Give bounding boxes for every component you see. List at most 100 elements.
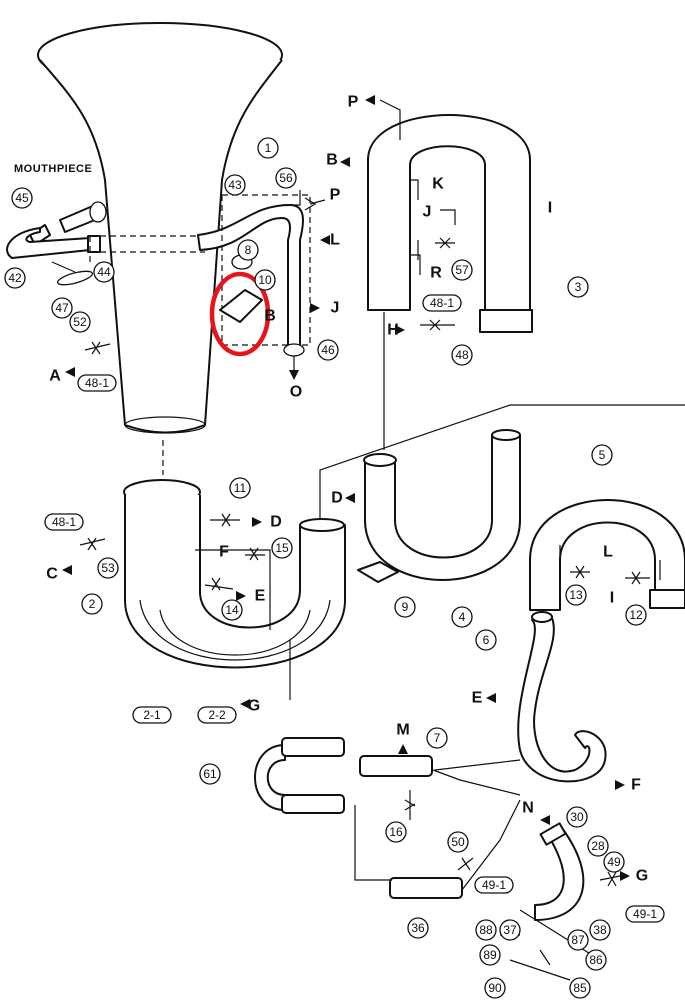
tube-61-crook [254,737,345,814]
part-label-30: 30 [566,806,588,828]
svg-text:46: 46 [321,343,335,357]
part-label-49-1-right: 49-1 [625,905,665,923]
letter-H: H [387,322,399,339]
part-label-14: 14 [221,599,243,621]
tube-5 [529,499,685,611]
part-label-45: 45 [11,187,33,209]
svg-text:57: 57 [455,263,469,277]
part-label-46: 46 [317,339,339,361]
svg-text:49: 49 [607,855,621,869]
svg-text:2-2: 2-2 [208,708,226,722]
part-label-89: 89 [479,944,501,966]
svg-text:43: 43 [228,178,242,192]
svg-text:8: 8 [245,243,252,257]
svg-text:4: 4 [459,610,466,624]
part-label-49-1-left: 49-1 [474,876,514,894]
svg-text:53: 53 [101,561,115,575]
svg-text:50: 50 [451,835,465,849]
svg-text:16: 16 [389,825,403,839]
part-label-1: 1 [257,137,279,159]
letter-E-mid: E [255,588,266,605]
tube-28 [534,822,585,921]
svg-text:48-1: 48-1 [85,376,109,390]
part-label-57: 57 [451,259,473,281]
part-label-5: 5 [591,444,613,466]
svg-text:48-1: 48-1 [52,515,76,529]
letter-E-right: E [472,690,483,707]
letter-C: C [46,566,58,583]
part-label-56: 56 [275,167,297,189]
part-label-50: 50 [447,831,469,853]
letter-F-mid: F [219,544,229,561]
highlight-circle [209,271,271,357]
part-10-water-key [209,254,271,357]
svg-text:52: 52 [73,315,87,329]
part-label-48: 48 [451,344,473,366]
water-key-47 [51,261,94,286]
svg-text:49-1: 49-1 [633,907,657,921]
svg-text:9: 9 [402,600,409,614]
part-label-2-1: 2-1 [132,706,172,724]
letter-A: A [49,368,61,385]
part-label-87: 87 [567,929,589,951]
part-label-11: 11 [229,477,251,499]
letter-J-mid: J [331,300,340,317]
svg-text:2-1: 2-1 [143,708,161,722]
part-label-48-1-left: 48-1 [77,374,117,392]
svg-text:6: 6 [483,633,490,647]
part-label-48-1-mid: 48-1 [44,513,84,531]
tube-3 [367,114,533,450]
svg-text:12: 12 [629,608,643,622]
svg-text:45: 45 [15,191,29,205]
part-label-86: 86 [585,949,607,971]
letter-G-right: G [636,868,648,885]
part-label-52: 52 [69,311,91,333]
part-label-43: 43 [224,174,246,196]
bell [37,22,283,475]
tube-36 [389,877,463,899]
letter-D-left: D [270,514,282,531]
part-label-3: 3 [567,276,589,298]
part-labels: 1 45 42 44 47 52 43 56 8 10 46 3 57 48-1… [4,137,665,999]
letter-G-bottom: G [248,698,260,715]
letter-K: K [432,176,444,193]
letter-J-top: J [423,204,432,221]
part-label-10: 10 [254,269,276,291]
svg-text:37: 37 [503,923,517,937]
part-label-90: 90 [484,977,506,999]
svg-text:7: 7 [434,731,441,745]
part-label-49: 49 [603,851,625,873]
part-label-8: 8 [237,239,259,261]
tube-7 [359,755,433,777]
part-label-7: 7 [426,727,448,749]
part-label-47: 47 [51,297,73,319]
svg-text:5: 5 [599,448,606,462]
svg-text:3: 3 [575,280,582,294]
part-label-88: 88 [475,919,497,941]
part-label-15: 15 [271,537,293,559]
letter-O: O [290,384,302,401]
part-label-6: 6 [475,629,497,651]
valve-tube-43 [197,194,311,372]
connection-lines [195,99,661,961]
letter-M: M [396,722,409,739]
mouthpiece-caption: MOUTHPIECE [14,163,92,175]
part-label-13: 13 [565,584,587,606]
letter-I-right: I [610,590,614,607]
svg-text:28: 28 [591,839,605,853]
leadpipe-assembly [6,201,205,262]
svg-text:85: 85 [573,981,587,995]
letter-N: N [522,800,534,817]
svg-text:2: 2 [89,597,96,611]
svg-text:13: 13 [569,588,583,602]
svg-text:48-1: 48-1 [430,296,454,310]
arrows [62,95,630,881]
letter-B-top: B [326,152,338,169]
letter-D-right: D [331,490,343,507]
svg-text:47: 47 [55,301,69,315]
part-label-12: 12 [625,604,647,626]
part-label-37: 37 [499,919,521,941]
svg-text:36: 36 [411,921,425,935]
letter-P-mid: P [330,187,341,204]
